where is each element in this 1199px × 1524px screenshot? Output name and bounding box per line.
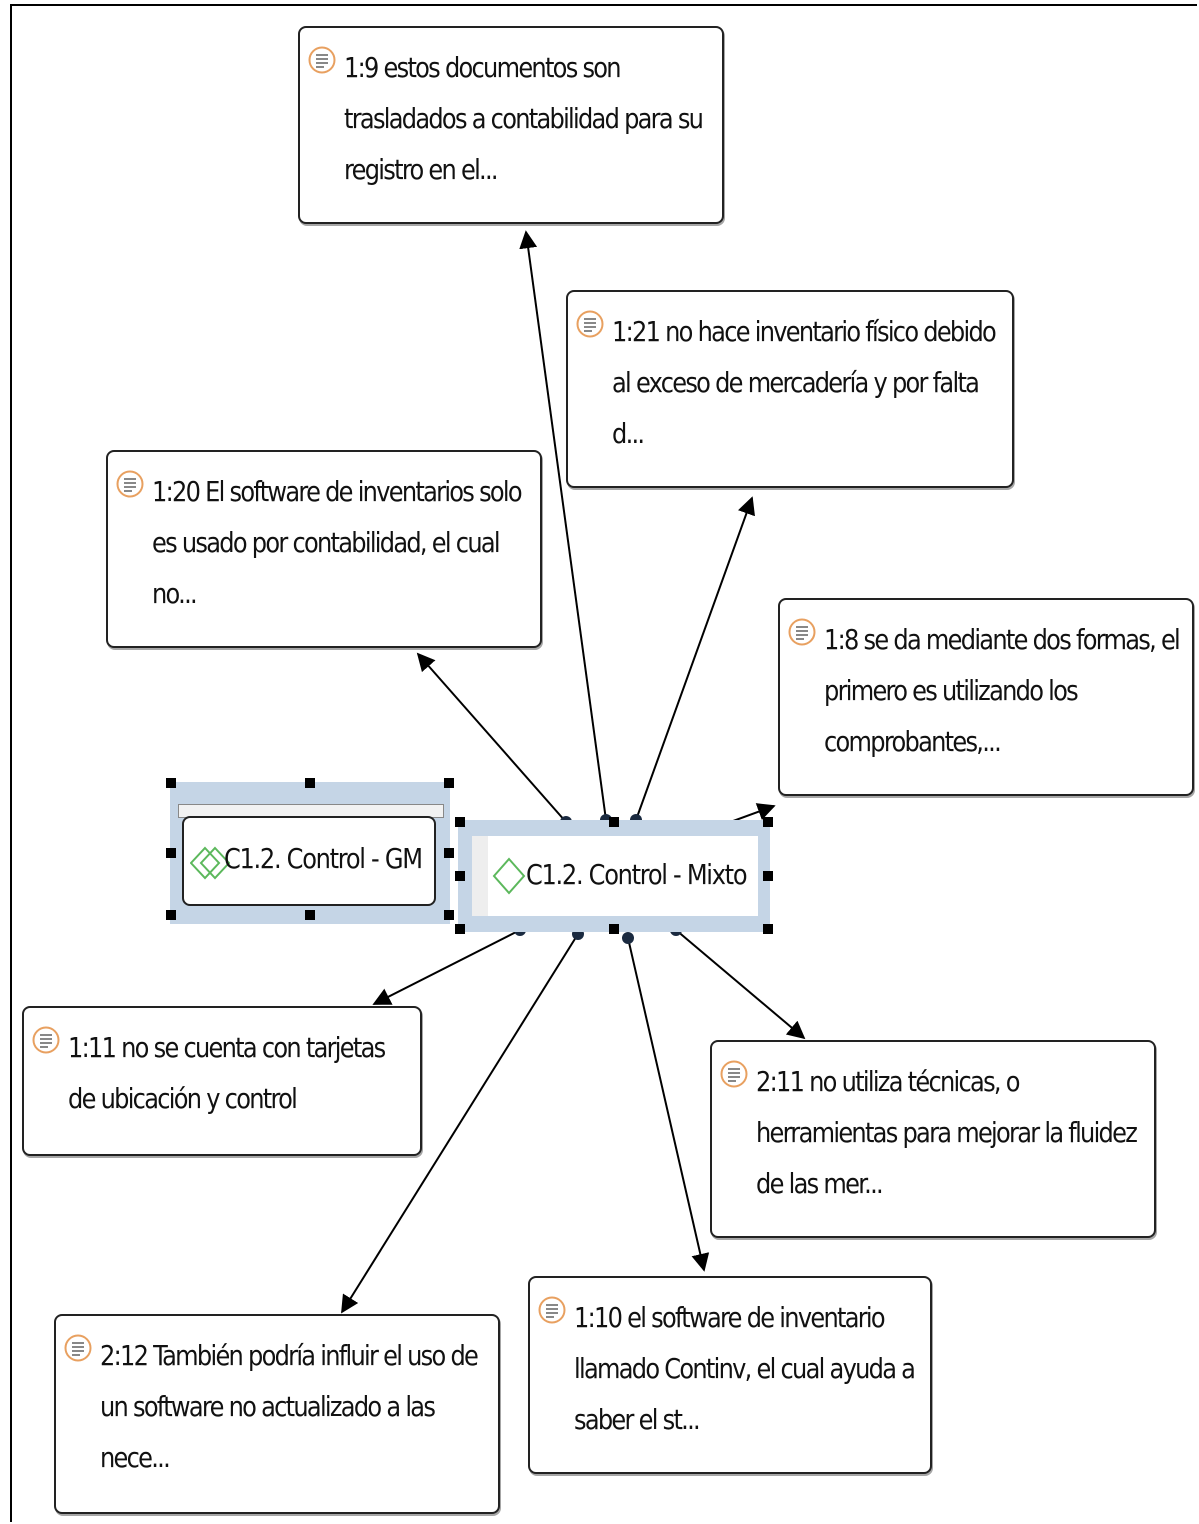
link-line-q1-9[interactable] xyxy=(519,230,607,821)
document-quote-icon xyxy=(538,1296,566,1324)
document-quote-icon xyxy=(720,1060,748,1088)
document-quote-icon xyxy=(308,46,336,74)
canvas-frame xyxy=(10,4,1197,1522)
code-node-body: C1.2. Control - GM xyxy=(182,816,436,906)
quotation-node-2-12[interactable]: 2:12 También podría influir el uso de un… xyxy=(54,1314,500,1514)
resize-handle[interactable] xyxy=(763,817,773,827)
quotation-text: 1:8 se da mediante dos formas, el primer… xyxy=(824,623,1181,758)
code-node-control-mixto[interactable]: C1.2. Control - Mixto xyxy=(455,817,773,934)
quotation-text: 1:20 El software de inventarios solo es … xyxy=(152,475,523,610)
quotation-node-1-11[interactable]: 1:11 no se cuenta con tarjetas de ubicac… xyxy=(22,1006,422,1156)
document-quote-icon xyxy=(116,470,144,498)
code-label: C1.2. Control - Mixto xyxy=(526,858,748,891)
link-line-q2-12[interactable] xyxy=(341,933,579,1314)
diamond-icon xyxy=(492,857,526,895)
link-line-q1-20[interactable] xyxy=(416,652,567,823)
resize-handle[interactable] xyxy=(763,871,773,881)
resize-handle[interactable] xyxy=(166,910,176,920)
resize-handle[interactable] xyxy=(763,924,773,934)
document-quote-icon xyxy=(576,310,604,338)
quotation-node-1-10[interactable]: 1:10 el software de inventario llamado C… xyxy=(528,1276,932,1474)
quotation-node-1-20[interactable]: 1:20 El software de inventarios solo es … xyxy=(106,450,542,648)
code-label: C1.2. Control - GM xyxy=(224,842,423,875)
quotation-text: 1:10 el software de inventario llamado C… xyxy=(574,1301,916,1436)
resize-handle[interactable] xyxy=(444,778,454,788)
resize-handle[interactable] xyxy=(166,848,176,858)
link-anchor-dot[interactable] xyxy=(622,932,634,944)
quotation-node-1-21[interactable]: 1:21 no hace inventario físico debido al… xyxy=(566,290,1014,488)
resize-handle[interactable] xyxy=(609,817,619,827)
resize-handle[interactable] xyxy=(455,924,465,934)
resize-handle[interactable] xyxy=(444,910,454,920)
link-line-q1-21[interactable] xyxy=(635,496,755,821)
resize-handle[interactable] xyxy=(166,778,176,788)
code-node-control-gm[interactable]: C1.2. Control - GM xyxy=(166,778,454,924)
quotation-text: 1:9 estos documentos son trasladados a c… xyxy=(344,51,704,186)
resize-handle[interactable] xyxy=(455,871,465,881)
quotation-node-1-8[interactable]: 1:8 se da mediante dos formas, el primer… xyxy=(778,598,1194,796)
quotation-text: 1:21 no hace inventario físico debido al… xyxy=(612,315,997,450)
double-diamond-icon xyxy=(190,846,230,880)
resize-handle[interactable] xyxy=(609,924,619,934)
resize-handle[interactable] xyxy=(305,910,315,920)
resize-handle[interactable] xyxy=(305,778,315,788)
link-line-q1-10[interactable] xyxy=(627,937,710,1272)
quotation-node-1-9[interactable]: 1:9 estos documentos son trasladados a c… xyxy=(298,26,724,224)
document-quote-icon xyxy=(64,1334,92,1362)
quotation-node-2-11[interactable]: 2:11 no utiliza técnicas, o herramientas… xyxy=(710,1040,1156,1238)
code-node-body: C1.2. Control - Mixto xyxy=(472,836,758,916)
document-quote-icon xyxy=(32,1026,60,1054)
resize-handle[interactable] xyxy=(455,817,465,827)
link-line-q2-11[interactable] xyxy=(675,929,806,1040)
quotation-text: 2:12 También podría influir el uso de un… xyxy=(100,1339,479,1474)
document-quote-icon xyxy=(788,618,816,646)
link-line-q1-11[interactable] xyxy=(372,929,521,1005)
quotation-text: 1:11 no se cuenta con tarjetas de ubicac… xyxy=(68,1031,386,1115)
resize-handle[interactable] xyxy=(444,848,454,858)
quotation-text: 2:11 no utiliza técnicas, o herramientas… xyxy=(756,1065,1138,1200)
